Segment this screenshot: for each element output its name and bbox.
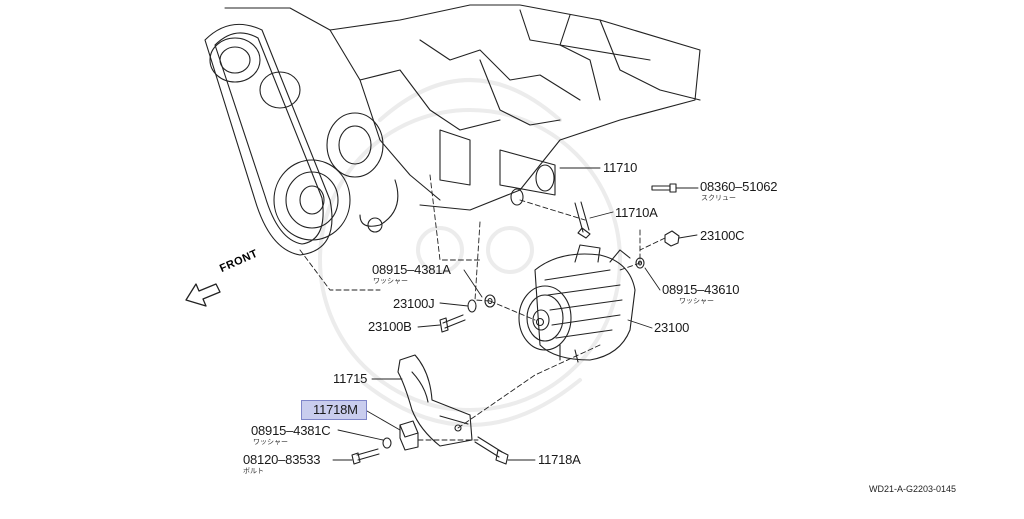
part-label-08120-83533[interactable]: 08120–83533	[243, 452, 321, 467]
leader-lines	[332, 167, 699, 461]
part-note-washer-c: ワッシャー	[253, 438, 288, 446]
part-label-08915-4381c[interactable]: 08915–4381C	[251, 423, 331, 438]
part-label-23100c[interactable]: 23100C	[700, 228, 745, 243]
part-label-08360-51062[interactable]: 08360–51062	[700, 179, 778, 194]
engine-block-drawing	[204, 4, 701, 256]
part-label-11718a[interactable]: 11718A	[538, 452, 581, 467]
part-note-screw: スクリュー	[701, 194, 736, 202]
part-note-washer-a: ワッシャー	[373, 277, 408, 285]
highlight-box[interactable]	[301, 400, 367, 420]
part-label-11715[interactable]: 11715	[333, 371, 368, 386]
part-label-11710a[interactable]: 11710A	[615, 205, 658, 220]
front-arrow-icon	[185, 283, 221, 307]
part-label-08915-4381a[interactable]: 08915–4381A	[372, 262, 451, 277]
part-label-11710[interactable]: 11710	[603, 160, 638, 175]
alternator-drawing	[518, 244, 636, 363]
part-label-08915-43610[interactable]: 08915–43610	[662, 282, 740, 297]
figure-code: WD21-A-G2203-0145	[869, 484, 957, 494]
part-label-23100j[interactable]: 23100J	[393, 296, 435, 311]
part-label-11718m[interactable]: 11718M	[313, 402, 358, 417]
part-note-washer-b: ワッシャー	[679, 297, 714, 305]
fasteners-drawing	[351, 183, 680, 465]
part-label-23100[interactable]: 23100	[654, 320, 690, 335]
part-label-23100b[interactable]: 23100B	[368, 319, 412, 334]
part-note-bolt: ボルト	[243, 467, 264, 475]
watermark-emblem	[318, 78, 622, 427]
bracket-drawing	[397, 354, 473, 447]
assembly-lines	[299, 174, 666, 441]
